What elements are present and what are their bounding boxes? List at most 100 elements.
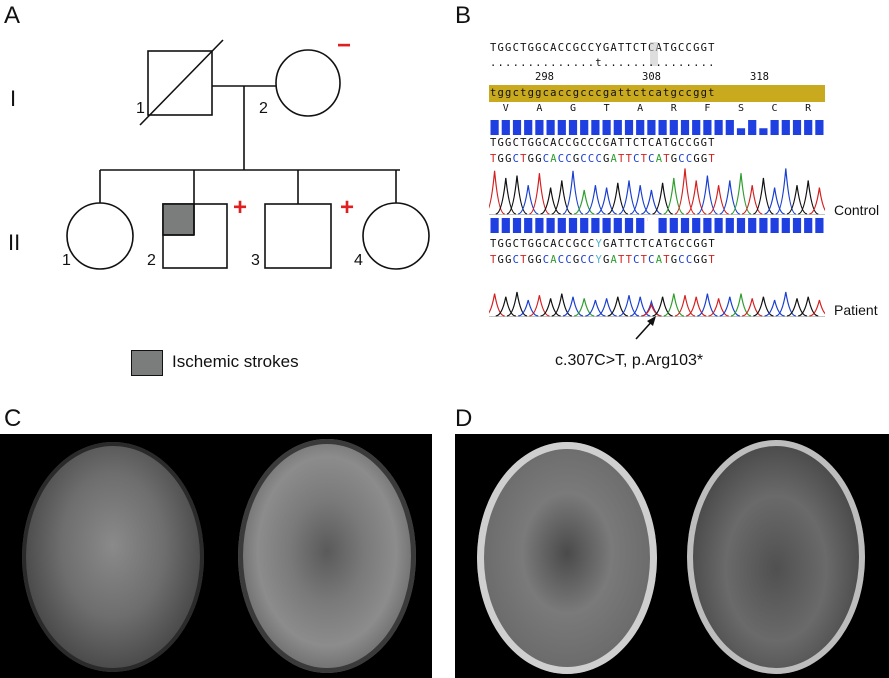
called-base: C [633,254,641,266]
chromatogram-peak [540,187,561,215]
called-base: G [572,254,581,266]
chromatogram-peak [764,187,785,215]
consensus-dots: ..............t............... [490,57,716,69]
sequence-base: A [655,238,664,250]
sequence-base: A [550,238,558,250]
chromatogram-peak [562,170,584,215]
pedigree-chart [66,39,430,270]
sequence-base: G [700,238,709,250]
called-base: C [587,254,596,266]
mri-scan-d [455,434,889,678]
called-base: C [678,153,686,165]
patient-called-bases: TGGCTGGCACCGCCYGATTCTCATGCCGGT [490,254,716,266]
individual-number-ii1: 1 [62,252,71,269]
quality-bar [736,128,746,135]
quality-bar [692,218,701,233]
chromatogram-peak [741,185,763,215]
position-308: 308 [642,71,661,83]
quality-bar [658,120,667,135]
called-base: T [663,254,671,266]
quality-bar [680,120,690,135]
quality-bar [804,218,813,233]
quality-bar [512,120,522,135]
chromatogram-peak [775,291,797,317]
amino-acid: T [603,103,610,114]
chromatogram-peak [540,298,561,317]
patient-quality-bars [490,218,824,233]
quality-bar [759,218,768,233]
quality-bar [546,120,555,135]
chromatogram-peak [585,185,606,215]
control-called-bases: TGGCTGGCACCGCCCGATTCTCATGCCGGT [490,153,716,165]
quality-bar [636,218,645,233]
chromatogram-peak [506,175,528,215]
called-base: C [595,153,603,165]
quality-bar [725,218,734,233]
chromatogram-peak [652,182,673,215]
quality-bar [591,218,600,233]
sequence-base: T [708,238,716,250]
quality-bar [557,120,566,135]
quality-bar [647,120,656,135]
chromatogram-peak [697,293,718,317]
quality-bar [658,218,667,233]
sequence-base: T [625,238,634,250]
sequence-base: C [587,238,596,250]
chromatogram-peak [517,185,539,215]
called-base: C [565,254,573,266]
quality-bar [815,120,824,135]
chromatogram-peak [686,296,707,317]
deceased-slash [139,39,224,126]
chromatogram-peak [786,185,808,215]
chromatogram-peak [596,298,617,317]
chromatogram-peak [618,295,640,317]
called-base: T [520,153,528,165]
chromatogram-peak [518,299,539,317]
position-318: 318 [750,71,769,83]
quality-bar [815,218,824,233]
mri-axial-slice-c-right [238,439,416,673]
chromatogram-peak [529,295,550,317]
genotype-mark-i2: − [337,32,352,59]
called-base: G [572,153,581,165]
called-base: G [505,254,513,266]
called-base: C [587,153,596,165]
sequence-base: C [542,238,551,250]
called-base: C [678,254,686,266]
called-base: G [700,153,709,165]
quality-bar [636,120,645,135]
legend-swatch-affected [131,350,163,376]
chromatogram-peak [809,299,825,317]
sequence-base: A [610,238,619,250]
quality-bar [602,218,611,233]
called-base: T [708,254,716,266]
chromatogram-peak [574,298,595,317]
chromatogram-peak [786,298,808,317]
quality-bar [512,218,522,233]
quality-bar [759,128,768,135]
called-base: A [550,153,558,165]
mri-axial-slice-d-left [477,442,657,674]
reference-band [489,85,825,102]
sequence-base: C [580,238,588,250]
chromatogram-peak [573,189,595,215]
chromatogram-peak [775,168,797,215]
called-base: A [655,153,664,165]
quality-bar [490,120,499,135]
called-base: C [557,254,566,266]
called-base: T [625,153,634,165]
chromatogram-peak [562,296,584,317]
chromatogram-peak [607,296,628,317]
sequence-base: C [685,238,694,250]
position-298: 298 [535,71,554,83]
sequence-base: C [565,238,573,250]
chromatogram-peak [629,185,651,215]
mutation-arrow [635,316,656,340]
called-base: C [580,153,588,165]
quality-bar [736,218,746,233]
legend-label: Ischemic strokes [172,352,299,371]
chromatogram-peak [719,296,740,317]
called-base: G [535,153,543,165]
sequence-base: C [557,238,566,250]
called-base: G [670,153,679,165]
